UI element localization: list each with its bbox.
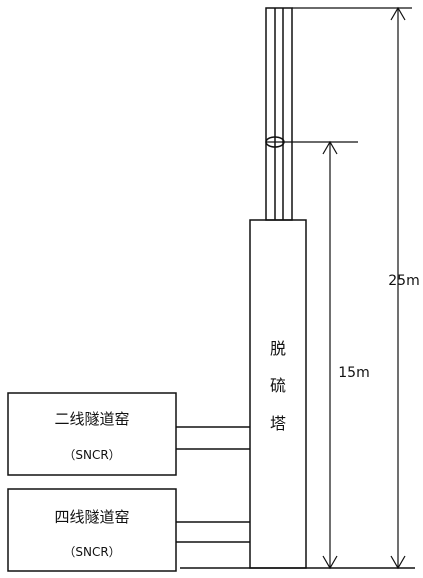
dimension-15m: 15m bbox=[284, 140, 370, 570]
duct-line2 bbox=[176, 426, 250, 450]
kiln-line4-name: 四线隧道窑 bbox=[54, 508, 129, 526]
tower-label-char-1: 脱 bbox=[270, 339, 286, 358]
kiln-line2-process: （SNCR） bbox=[63, 448, 120, 462]
duct-line4 bbox=[176, 521, 250, 543]
dimension-15m-label: 15m bbox=[338, 365, 369, 381]
chimney bbox=[265, 7, 293, 221]
kiln-line4-process: （SNCR） bbox=[63, 545, 120, 559]
dimension-25m-label: 25m bbox=[388, 273, 419, 289]
tower-label-char-2: 硫 bbox=[270, 376, 286, 395]
kiln-box-line2: 二线隧道窑 （SNCR） bbox=[7, 392, 177, 476]
desulfurization-tower: 脱 硫 塔 bbox=[249, 219, 307, 569]
dimension-25m: 25m bbox=[292, 6, 420, 570]
kiln-line2-name: 二线隧道窑 bbox=[54, 410, 129, 428]
kiln-box-line4: 四线隧道窑 （SNCR） bbox=[7, 488, 177, 572]
tower-label-char-3: 塔 bbox=[270, 414, 286, 433]
